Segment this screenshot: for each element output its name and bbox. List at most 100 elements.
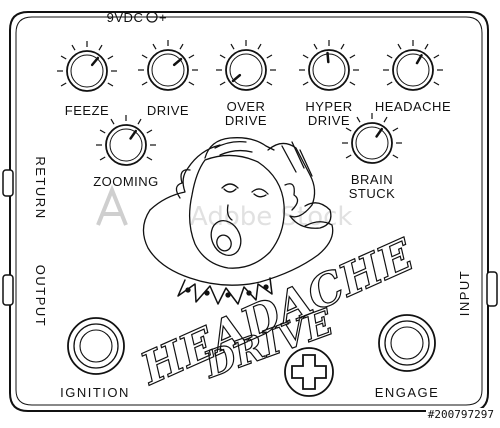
knob-overdrive[interactable] xyxy=(216,40,276,91)
knob-tick xyxy=(386,81,393,86)
knob-tick xyxy=(60,82,67,87)
knob-tick xyxy=(302,54,309,59)
knob-label-hyperdrive-1: HYPER xyxy=(305,99,352,114)
knob-tick xyxy=(313,43,318,50)
dc-polarity-icon: + xyxy=(146,10,167,25)
knob-tick xyxy=(266,54,273,59)
knob-tick xyxy=(141,81,148,86)
knob-label-overdrive-2: DRIVE xyxy=(225,113,267,128)
knob-hyperdrive[interactable] xyxy=(299,40,359,91)
stock-id: #200797297 xyxy=(425,408,496,421)
knob-body xyxy=(66,50,108,92)
knob-tick xyxy=(392,127,399,132)
knob-pointer xyxy=(415,54,423,65)
knob-pointer xyxy=(375,127,384,138)
knob-tick xyxy=(433,54,440,59)
knob-headache[interactable] xyxy=(383,40,443,91)
knob-tick xyxy=(141,54,148,59)
knob-tick xyxy=(71,44,76,51)
knob-label-brainstuck-2: STUCK xyxy=(349,186,396,201)
knob-label-zooming: ZOOMING xyxy=(93,174,159,189)
knob-tick xyxy=(179,43,184,50)
knob-tick xyxy=(188,54,195,59)
knob-tick xyxy=(302,81,309,86)
knob-cap xyxy=(70,54,104,88)
knob-label-brainstuck-1: BRAIN xyxy=(351,172,393,187)
knob-tick xyxy=(386,54,393,59)
knob-cap xyxy=(229,53,263,87)
output-jack[interactable] xyxy=(2,274,14,306)
screaming-clown-illustration xyxy=(142,137,334,305)
ignition-footswitch[interactable] xyxy=(67,317,125,375)
knob-tick xyxy=(152,43,157,50)
knob-brainstuck[interactable] xyxy=(342,113,402,164)
knob-cap xyxy=(312,53,346,87)
return-label: RETURN xyxy=(33,156,48,219)
knob-tick xyxy=(110,118,115,125)
knob-tick xyxy=(383,116,388,123)
ignition-label: IGNITION xyxy=(60,385,130,400)
power-label: 9VDC xyxy=(107,10,144,25)
engage-footswitch[interactable] xyxy=(378,314,436,372)
pedal-enclosure-inner xyxy=(15,16,483,406)
knob-body xyxy=(351,122,393,164)
knob-tick xyxy=(99,129,106,134)
knob-label-feeze: FEEZE xyxy=(65,103,109,118)
knob-zooming[interactable] xyxy=(96,115,156,166)
knob-label-drive: DRIVE xyxy=(147,103,189,118)
knob-tick xyxy=(107,82,114,87)
knob-label-headache: HEADACHE xyxy=(375,99,451,114)
knob-drive[interactable] xyxy=(138,40,198,91)
input-jack[interactable] xyxy=(486,271,498,307)
knob-tick xyxy=(219,81,226,86)
knob-body xyxy=(105,124,147,166)
knob-tick xyxy=(98,44,103,51)
knob-body xyxy=(147,49,189,91)
output-label: OUTPUT xyxy=(33,265,48,327)
knob-feeze[interactable] xyxy=(57,41,117,92)
knob-tick xyxy=(345,154,352,159)
knob-tick xyxy=(257,43,262,50)
plus-cross-icon xyxy=(284,347,334,397)
knob-tick xyxy=(146,156,153,161)
knob-label-hyperdrive-2: DRIVE xyxy=(308,113,350,128)
watermark-text: Adobe Stock xyxy=(190,202,352,232)
knob-tick xyxy=(219,54,226,59)
knob-pointer xyxy=(326,51,330,64)
knob-cap xyxy=(151,53,185,87)
knob-label-overdrive-1: OVER xyxy=(227,99,266,114)
svg-text:+: + xyxy=(159,10,167,25)
knob-pointer xyxy=(90,56,100,67)
knob-tick xyxy=(349,54,356,59)
knob-body xyxy=(308,49,350,91)
knob-tick xyxy=(345,127,352,132)
knob-tick xyxy=(137,118,142,125)
engage-label: ENGAGE xyxy=(375,385,440,400)
knob-body xyxy=(392,49,434,91)
return-jack[interactable] xyxy=(2,169,14,197)
knob-cap xyxy=(109,128,143,162)
knob-group xyxy=(57,40,443,166)
knob-tick xyxy=(99,156,106,161)
knob-tick xyxy=(107,55,114,60)
watermark: Adobe Stock xyxy=(96,184,352,232)
knob-pointer xyxy=(129,129,138,140)
knob-tick xyxy=(356,116,361,123)
knob-tick xyxy=(146,129,153,134)
knob-tick xyxy=(392,154,399,159)
knob-tick xyxy=(60,55,67,60)
knob-tick xyxy=(433,81,440,86)
knob-tick xyxy=(266,81,273,86)
knob-tick xyxy=(340,43,345,50)
knob-cap xyxy=(355,126,389,160)
knob-body xyxy=(225,49,267,91)
input-label: INPUT xyxy=(457,270,472,317)
knob-tick xyxy=(397,43,402,50)
knob-tick xyxy=(349,81,356,86)
knob-tick xyxy=(424,43,429,50)
knob-pointer xyxy=(172,57,183,67)
knob-tick xyxy=(230,43,235,50)
knob-cap xyxy=(396,53,430,87)
